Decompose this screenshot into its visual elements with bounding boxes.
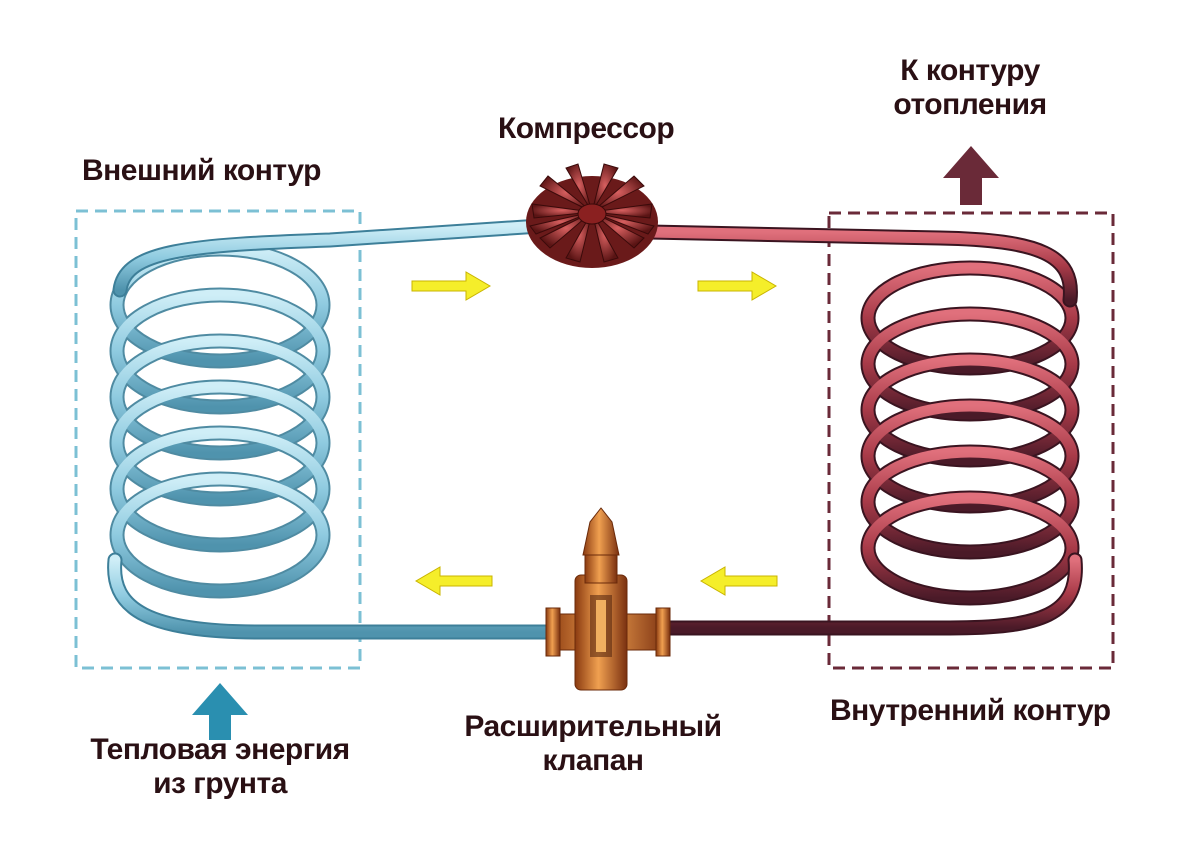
heating-label-line2: отопления	[893, 88, 1047, 121]
inner-loop-label: Внутренний контур	[830, 694, 1111, 727]
heating-output-arrow-icon	[943, 146, 999, 205]
outer-loop-label: Внешний контур	[82, 154, 321, 187]
flow-arrow-icon	[411, 271, 778, 596]
inner-loop-box	[827, 211, 1115, 670]
cold-coil	[107, 218, 568, 640]
expansion-valve-icon	[545, 507, 671, 691]
heating-circuit-label: К контуру отопления	[870, 54, 1070, 122]
heating-label-line1: К контуру	[900, 54, 1040, 87]
ground-label-line1: Тепловая энергия	[90, 733, 350, 766]
compressor-turbine-icon	[526, 163, 658, 268]
compressor-label: Компрессор	[498, 112, 675, 145]
hot-coil	[642, 224, 1083, 636]
valve-label: Расширительный клапан	[448, 710, 738, 778]
outer-loop-box	[74, 209, 362, 670]
valve-label-line2: клапан	[542, 744, 644, 777]
ground-label-line2: из грунта	[153, 767, 287, 800]
ground-energy-label: Тепловая энергия из грунта	[70, 733, 370, 801]
ground-heat-arrow-icon	[192, 683, 248, 740]
valve-label-line1: Расширительный	[464, 710, 722, 743]
